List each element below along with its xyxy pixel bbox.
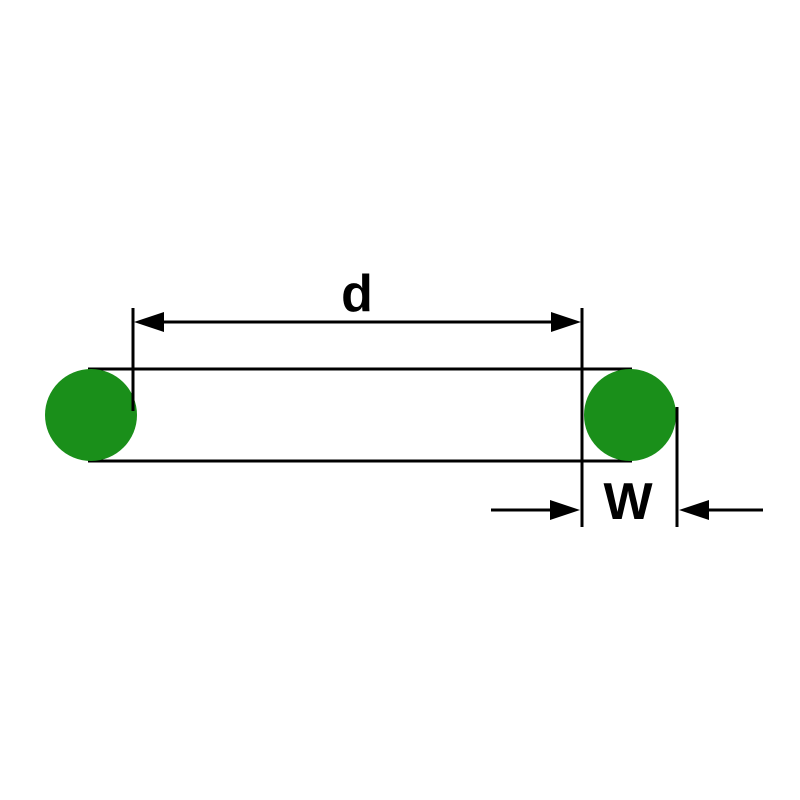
width-arrowhead-left bbox=[550, 500, 580, 520]
ring-cross-section-right bbox=[584, 369, 676, 461]
ring-cross-section-left bbox=[45, 369, 137, 461]
diameter-arrowhead-left bbox=[134, 312, 164, 332]
diameter-arrowhead-right bbox=[551, 312, 581, 332]
width-arrowhead-right bbox=[679, 500, 709, 520]
diameter-label: d bbox=[341, 265, 373, 323]
width-label: W bbox=[603, 473, 653, 531]
